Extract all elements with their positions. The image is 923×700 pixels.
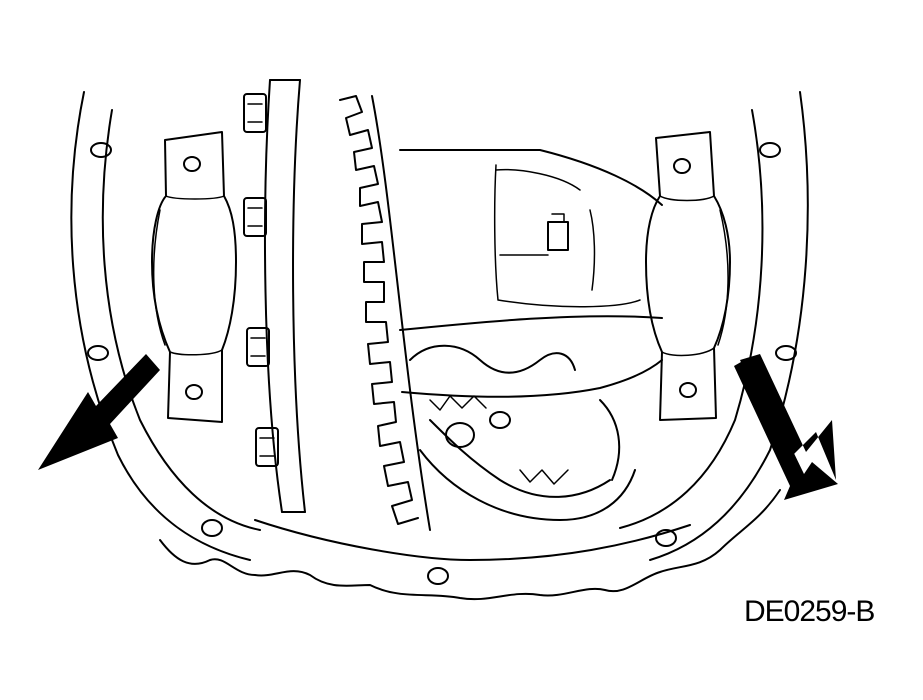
differential-case — [399, 149, 663, 521]
right-bearing-cap — [645, 131, 731, 421]
housing-outline — [70, 91, 809, 601]
ring-gear — [243, 79, 431, 531]
left-arrow-icon — [38, 354, 160, 470]
figure-code-label: DE0259-B — [744, 595, 875, 628]
left-bearing-cap — [151, 131, 237, 423]
flange-bolt-holes — [87, 142, 797, 585]
right-arrow-icon — [734, 354, 838, 500]
